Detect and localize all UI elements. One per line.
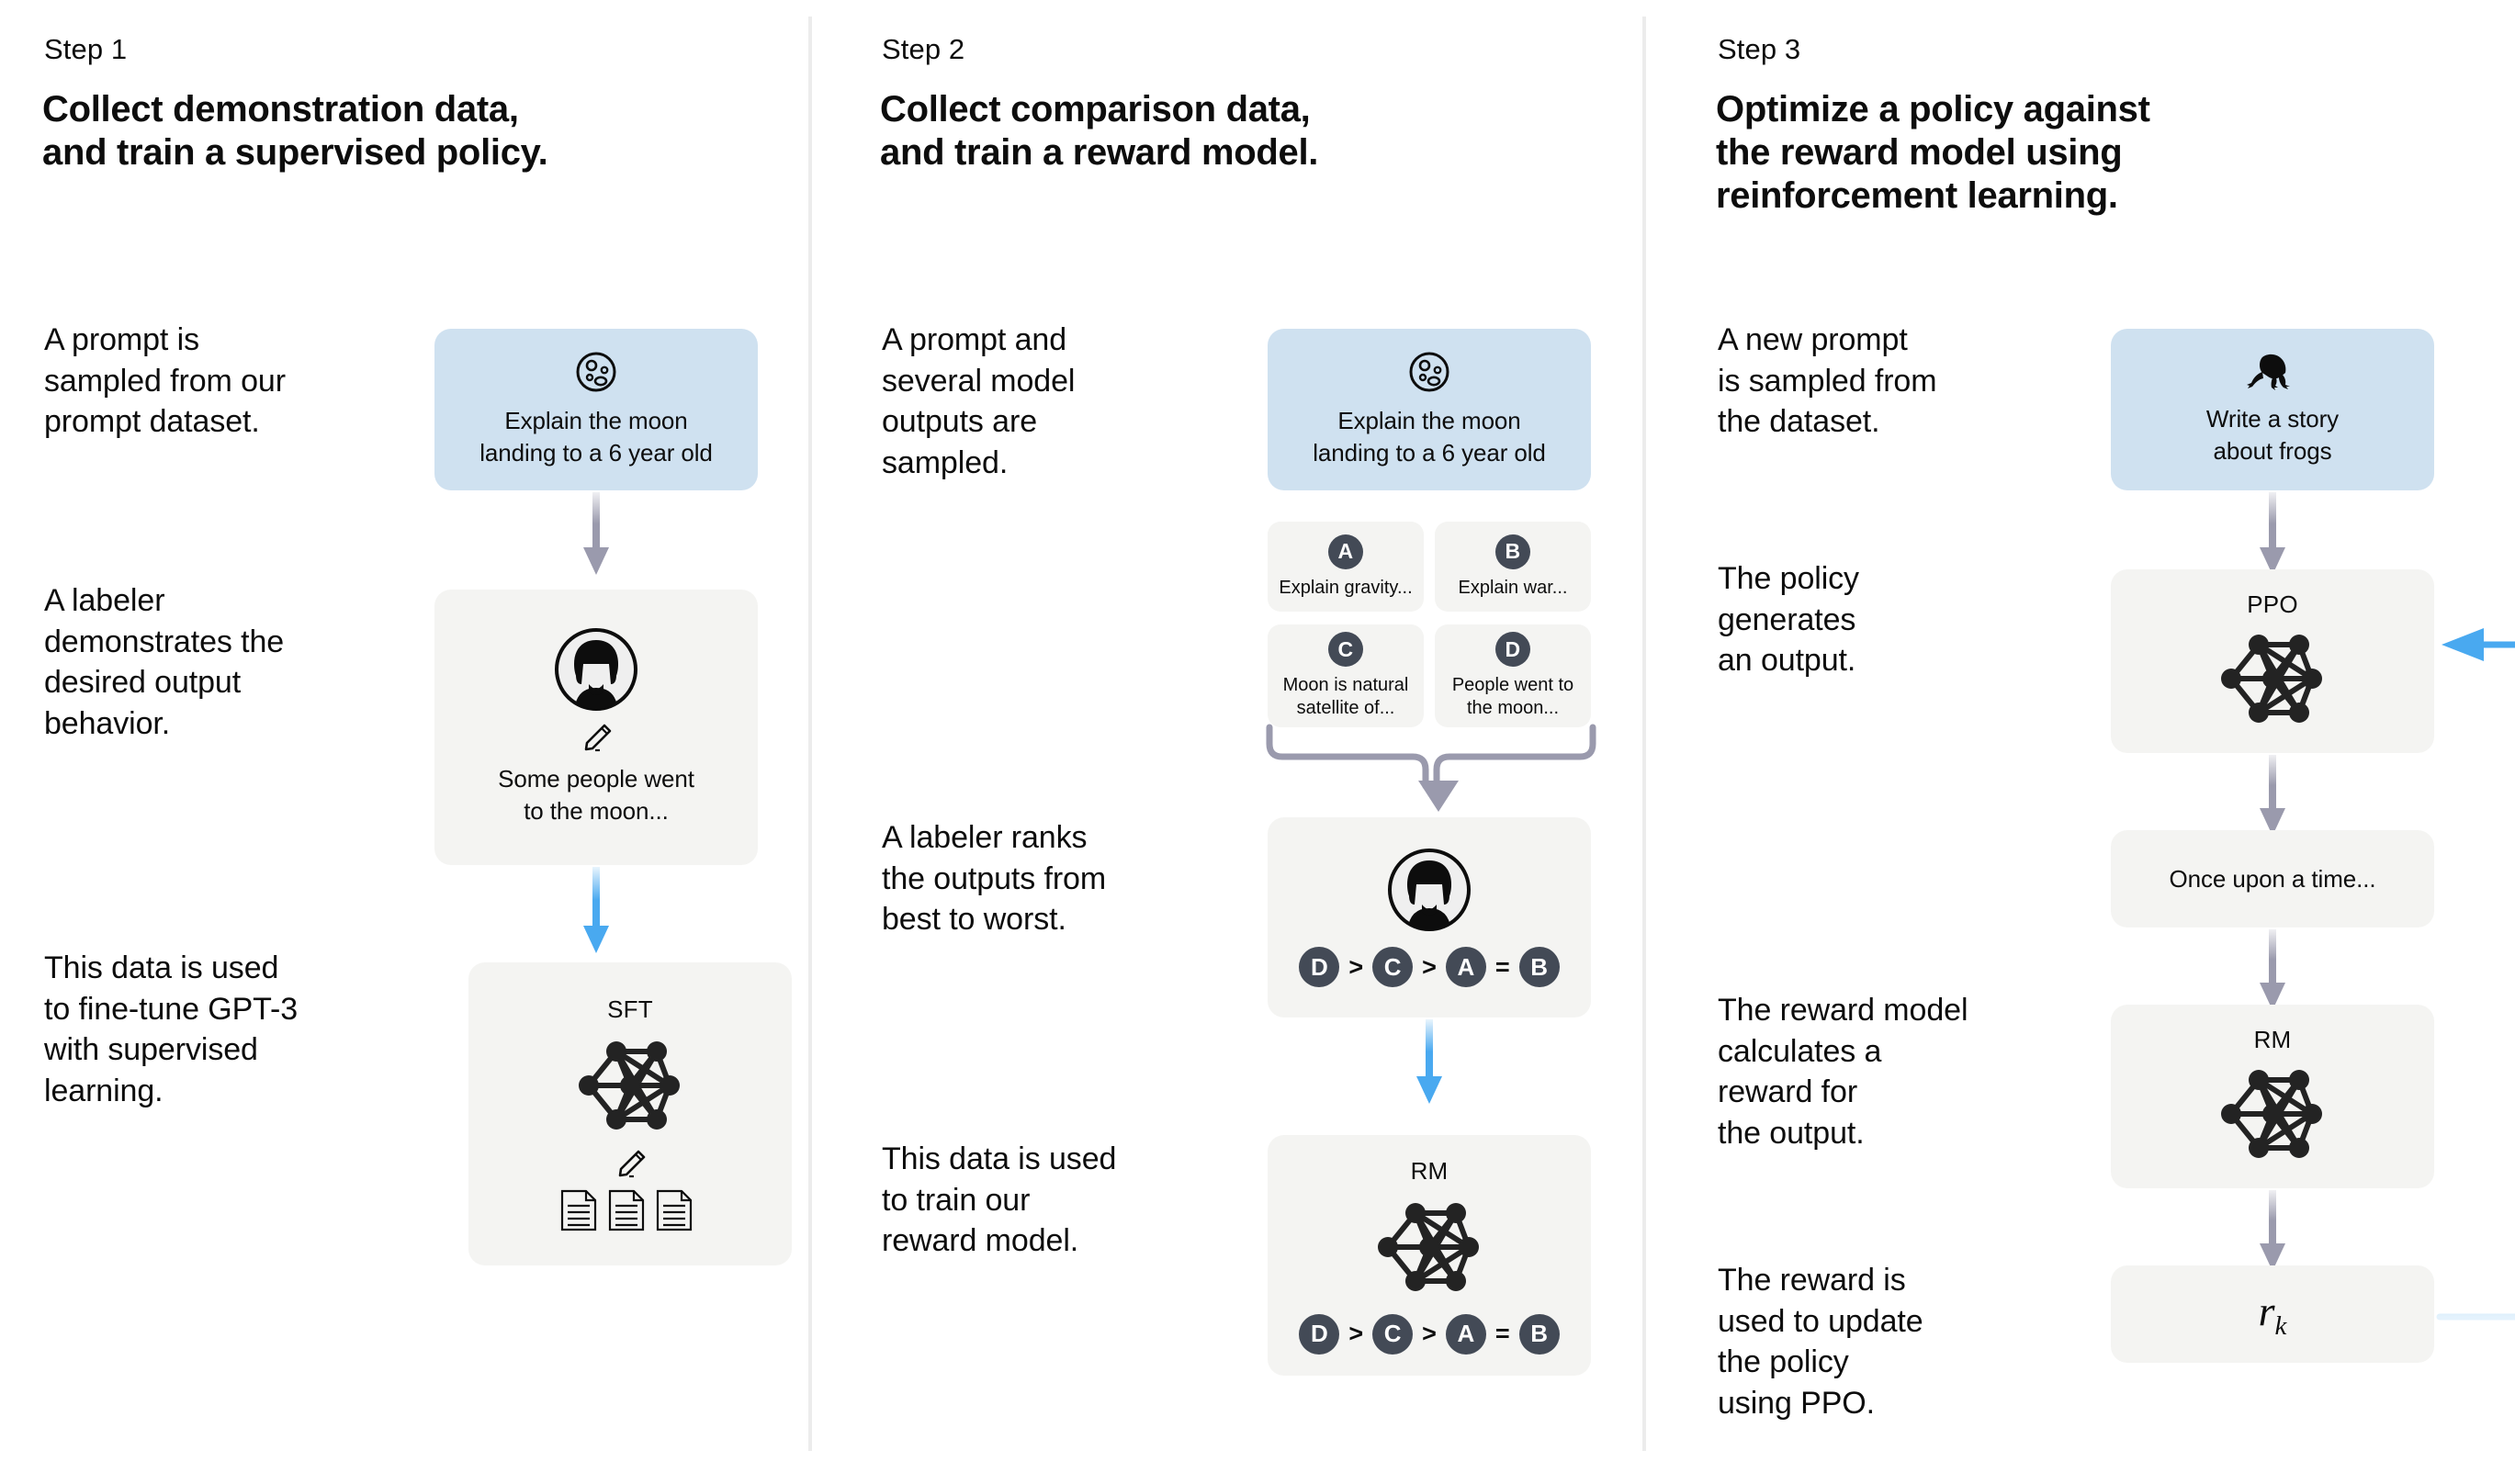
step-1-prompt-text: Explain the moon landing to a 6 year old xyxy=(479,407,713,467)
step-1-sft-caption: SFT xyxy=(607,995,653,1023)
rank-op-3: = xyxy=(1494,1320,1510,1347)
step-1-paragraph-2: A labeler demonstrates the desired outpu… xyxy=(44,583,285,741)
step-1-column: Step 1 Collect demonstration data, and t… xyxy=(37,0,808,1484)
neural-network-icon xyxy=(2204,624,2341,733)
arrow-down-gray-2 xyxy=(2260,492,2285,575)
pencil-icon xyxy=(612,1149,648,1180)
neural-network-icon xyxy=(1360,1193,1498,1301)
option-badge-a: A xyxy=(1328,534,1363,569)
step-2-rm-ranking-row: D > C > A = B xyxy=(1299,1313,1560,1355)
step-3-ppo-caption: PPO xyxy=(2247,590,2298,618)
rank-badge-d: D xyxy=(1299,1313,1340,1355)
step-2-output-card-b[interactable]: B Explain war... xyxy=(1435,522,1591,612)
step-2-output-card-a[interactable]: A Explain gravity... xyxy=(1268,522,1424,612)
frog-icon xyxy=(2244,352,2301,392)
step-1-labeler-box[interactable]: Some people went to the moon... xyxy=(434,590,758,865)
rank-badge-a: A xyxy=(1445,947,1486,987)
option-text-a: Explain gravity... xyxy=(1279,577,1413,598)
reward-symbol: rk xyxy=(2259,1287,2287,1342)
rank-op-2: > xyxy=(1422,952,1437,981)
neural-network-icon xyxy=(561,1031,699,1140)
step-3-paragraph-2: The policy generates an output. xyxy=(1718,561,1859,679)
rank-badge-c: C xyxy=(1372,947,1414,987)
rank-badge-a: A xyxy=(1445,1313,1486,1355)
reward-symbol-r: r xyxy=(2258,1287,2275,1334)
rank-op-1: > xyxy=(1348,1320,1364,1347)
step-3-rm-model-box[interactable]: RM xyxy=(2111,1005,2434,1188)
step-1-sft-model-box[interactable]: SFT xyxy=(468,962,792,1265)
step-3-prompt-box[interactable]: Write a story about frogs xyxy=(2111,329,2434,490)
step-2-output-card-c[interactable]: C Moon is natural satellite of... xyxy=(1268,624,1424,727)
arrow-down-blue-1 xyxy=(583,867,609,953)
moon-icon xyxy=(574,350,618,394)
option-badge-b: B xyxy=(1495,534,1530,569)
step-3-prompt-text: Write a story about frogs xyxy=(2205,405,2340,465)
step-3-rm-caption: RM xyxy=(2253,1025,2292,1053)
step-2-prompt-box[interactable]: Explain the moon landing to a 6 year old xyxy=(1268,329,1591,490)
option-badge-d: D xyxy=(1495,632,1530,667)
merge-bracket-arrow-gray xyxy=(1266,724,1596,812)
documents-icon xyxy=(557,1187,704,1233)
feedback-loop-arrow-blue xyxy=(2436,628,2515,1321)
step-2-paragraph-2: A labeler ranks the outputs from best to… xyxy=(882,820,1107,938)
arrow-down-gray-5 xyxy=(2260,1190,2285,1271)
step-3-paragraph-4: The reward is used to update the policy … xyxy=(1718,1263,1923,1421)
step-3-title: Optimize a policy against the reward mod… xyxy=(1716,89,2150,216)
neural-network-icon xyxy=(2204,1060,2341,1168)
arrow-down-blue-2 xyxy=(1416,1019,1442,1104)
rank-badge-d: D xyxy=(1299,947,1340,987)
labeler-avatar-icon xyxy=(554,627,638,712)
option-text-b: Explain war... xyxy=(1458,577,1568,598)
step-1-label: Step 1 xyxy=(44,33,128,65)
rank-badge-b: B xyxy=(1518,947,1560,987)
step-2-prompt-text: Explain the moon landing to a 6 year old xyxy=(1313,407,1546,467)
step-1-paragraph-3: This data is used to fine-tune GPT-3 wit… xyxy=(44,950,299,1108)
step-3-column: Step 3 Optimize a policy against the rew… xyxy=(1710,0,2515,1484)
rank-badge-c: C xyxy=(1372,1313,1414,1355)
arrow-down-gray-4 xyxy=(2260,929,2285,1010)
rank-badge-b: B xyxy=(1518,1313,1560,1355)
step-3-output-box[interactable]: Once upon a time... xyxy=(2111,830,2434,928)
step-2-rm-caption: RM xyxy=(1410,1156,1449,1185)
rank-op-3: = xyxy=(1494,952,1510,981)
step-1-title: Collect demonstration data, and train a … xyxy=(42,89,548,173)
step-3-ppo-model-box[interactable]: PPO xyxy=(2111,569,2434,753)
step-2-paragraph-1: A prompt and several model outputs are s… xyxy=(882,322,1076,480)
column-divider-1 xyxy=(808,17,812,1451)
labeler-avatar-icon xyxy=(1387,848,1472,932)
step-2-label: Step 2 xyxy=(882,33,965,65)
rank-op-1: > xyxy=(1348,952,1364,981)
option-text-d: People went to the moon... xyxy=(1451,675,1574,718)
step-3-output-text: Once upon a time... xyxy=(2169,864,2376,893)
step-1-paragraph-1: A prompt is sampled from our prompt data… xyxy=(44,322,286,440)
step-3-reward-box[interactable]: rk xyxy=(2111,1265,2434,1363)
step-3-paragraph-1: A new prompt is sampled from the dataset… xyxy=(1718,322,1937,440)
moon-icon xyxy=(1407,350,1451,394)
step-3-paragraph-3: The reward model calculates a reward for… xyxy=(1718,993,1968,1151)
step-2-column: Step 2 Collect comparison data, and trai… xyxy=(874,0,1642,1484)
rank-op-2: > xyxy=(1422,1320,1437,1347)
reward-symbol-k: k xyxy=(2274,1311,2287,1342)
arrow-down-gray-1 xyxy=(583,492,609,575)
step-2-output-card-d[interactable]: D People went to the moon... xyxy=(1435,624,1591,727)
step-2-title: Collect comparison data, and train a rew… xyxy=(880,89,1319,173)
step-3-label: Step 3 xyxy=(1718,33,1801,65)
arrow-down-gray-3 xyxy=(2260,755,2285,836)
step-1-labeler-output-text: Some people went to the moon... xyxy=(498,765,694,825)
step-2-paragraph-3: This data is used to train our reward mo… xyxy=(882,1141,1117,1259)
pencil-icon xyxy=(578,723,615,754)
step-2-rm-model-box[interactable]: RM xyxy=(1268,1135,1591,1376)
step-2-labeler-box[interactable]: D > C > A = B xyxy=(1268,817,1591,1017)
option-text-c: Moon is natural satellite of... xyxy=(1282,675,1409,718)
column-divider-2 xyxy=(1642,17,1646,1451)
step-2-labeler-ranking-row: D > C > A = B xyxy=(1299,947,1560,987)
step-1-prompt-box[interactable]: Explain the moon landing to a 6 year old xyxy=(434,329,758,490)
option-badge-c: C xyxy=(1328,632,1363,667)
